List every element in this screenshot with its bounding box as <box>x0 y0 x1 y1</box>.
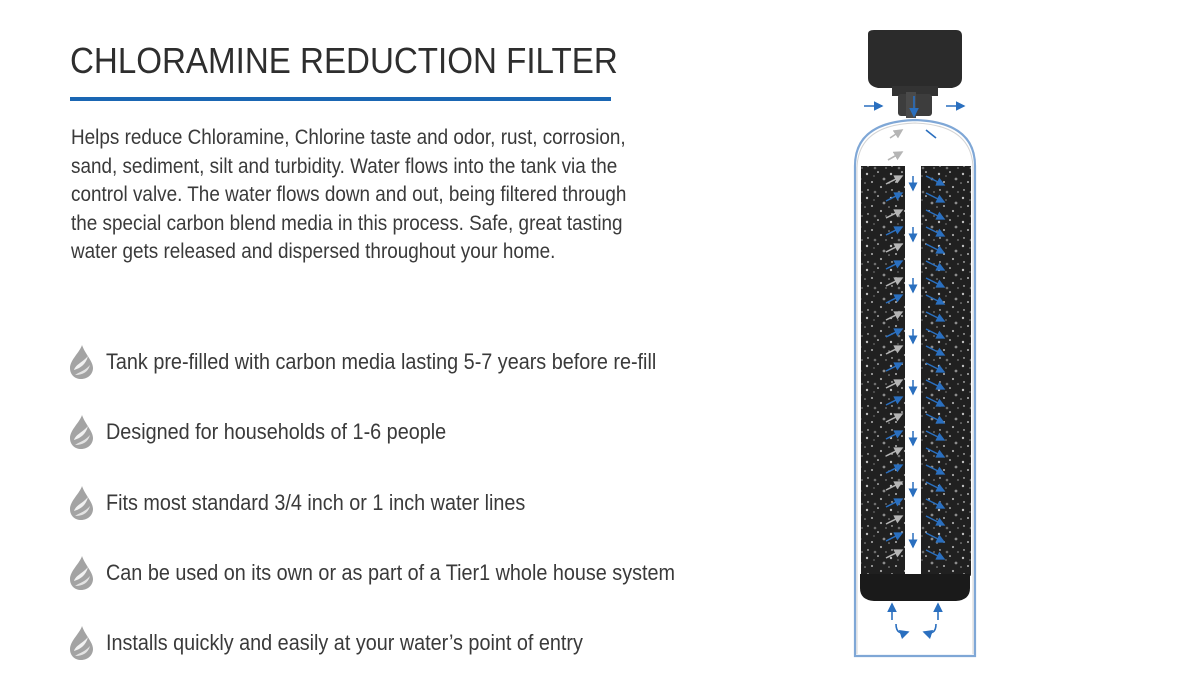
filter-tank-illustration <box>853 30 977 658</box>
flow-arrow <box>885 447 904 457</box>
flow-arrow <box>925 447 946 458</box>
feature-item: Tank pre-filled with carbon media lastin… <box>66 338 717 386</box>
feature-text: Installs quickly and easily at your wate… <box>106 630 583 655</box>
feature-text: Can be used on its own or as part of a T… <box>106 560 676 585</box>
flow-arrow <box>885 481 904 491</box>
flow-arrow <box>885 209 904 219</box>
flow-arrow <box>885 226 904 236</box>
flow-arrow <box>925 549 946 560</box>
feature-item: Designed for households of 1-6 people <box>66 408 484 456</box>
flow-arrow <box>925 379 946 390</box>
flow-arrow <box>925 498 946 509</box>
flow-arrow <box>885 498 904 508</box>
water-drop-icon <box>70 556 93 590</box>
flow-arrow <box>925 430 946 441</box>
title-underline <box>70 97 611 101</box>
flow-arrow <box>925 243 946 254</box>
flow-arrow <box>925 464 946 475</box>
water-drop-icon <box>70 626 93 660</box>
feature-text: Tank pre-filled with carbon media lastin… <box>106 349 657 374</box>
flow-arrow <box>925 209 946 220</box>
feature-item: Can be used on its own or as part of a T… <box>66 549 738 597</box>
flow-arrow <box>885 413 904 423</box>
flow-arrow <box>925 192 946 203</box>
flow-arrow <box>925 396 946 407</box>
flow-arrow <box>885 192 904 202</box>
flow-arrow <box>925 311 946 322</box>
flow-arrow <box>885 345 904 355</box>
flow-arrow <box>885 260 904 270</box>
product-description: Helps reduce Chloramine, Chlorine taste … <box>71 126 627 263</box>
flow-arrow <box>925 328 946 339</box>
water-drop-icon <box>70 345 93 379</box>
water-drop-icon <box>70 415 93 449</box>
flow-arrow <box>925 413 946 424</box>
flow-arrow <box>925 515 946 526</box>
flow-arrow <box>885 549 904 559</box>
flow-arrow <box>925 277 946 288</box>
flow-arrows <box>885 175 946 560</box>
distributor-tube <box>905 136 921 574</box>
flow-arrow <box>885 328 904 338</box>
flow-arrow <box>885 311 904 321</box>
flow-arrow <box>885 243 904 253</box>
flow-arrow <box>925 532 946 543</box>
flow-arrow <box>925 345 946 356</box>
bottom-base <box>860 574 970 601</box>
feature-item: Installs quickly and easily at your wate… <box>66 619 636 667</box>
flow-arrow <box>925 481 946 492</box>
flow-arrow <box>885 277 904 287</box>
flow-arrow <box>925 260 946 271</box>
flow-arrow <box>885 396 904 406</box>
flow-arrow <box>885 294 904 304</box>
flow-arrow <box>885 464 904 474</box>
feature-text: Designed for households of 1-6 people <box>106 419 447 444</box>
feature-text: Fits most standard 3/4 inch or 1 inch wa… <box>106 490 526 515</box>
flow-arrow <box>885 532 904 542</box>
water-drop-icon <box>70 486 93 520</box>
flow-arrow <box>925 175 946 186</box>
flow-arrow <box>885 175 904 185</box>
feature-item: Fits most standard 3/4 inch or 1 inch wa… <box>66 479 572 527</box>
flow-arrow <box>885 379 904 389</box>
flow-arrow <box>885 430 904 440</box>
flow-arrow <box>925 294 946 305</box>
control-valve <box>868 30 962 118</box>
flow-arrow <box>885 515 904 525</box>
flow-arrow <box>925 226 946 237</box>
page-title: CHLORAMINE REDUCTION FILTER <box>70 40 618 81</box>
flow-arrow <box>885 362 904 372</box>
flow-arrow <box>925 362 946 373</box>
